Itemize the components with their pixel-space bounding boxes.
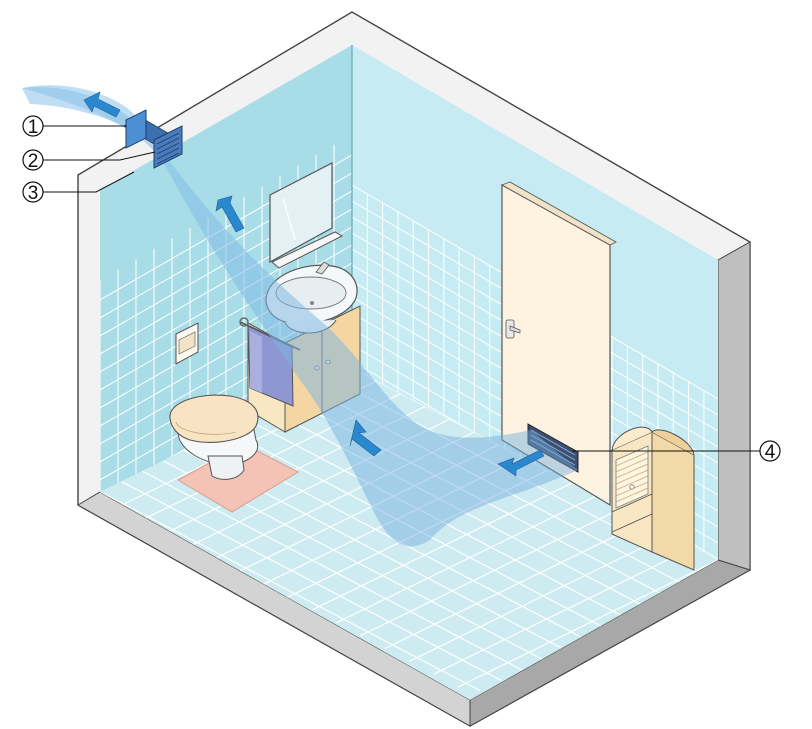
callout-2-number: 2 (28, 151, 39, 172)
callout-1-number: 1 (28, 117, 39, 138)
callout-4-number: 4 (765, 442, 776, 463)
callout-3-number: 3 (28, 183, 39, 204)
